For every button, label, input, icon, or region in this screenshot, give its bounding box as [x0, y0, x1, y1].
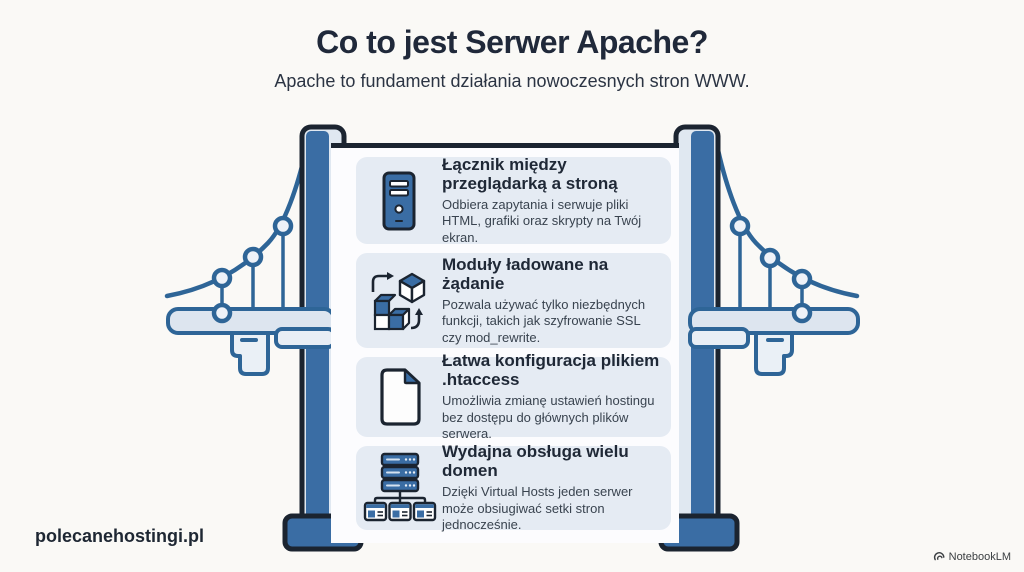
card-modules-on-demand: Moduły ładowane na żądanie Pozwala używa…	[356, 253, 671, 348]
right-suspension-cable	[715, 147, 860, 299]
card-browser-connector: Łącznik między przeglądarką a stroną Odb…	[356, 154, 671, 245]
content-panel: Łącznik między przeglądarką a stroną Odb…	[331, 143, 679, 543]
notebooklm-watermark: NotebookLM	[933, 550, 1011, 563]
card-title: Łącznik między przeglądarką a stroną	[442, 154, 618, 193]
card-htaccess-config: Łatwa konfiguracja plikiem .htaccess Umo…	[356, 351, 671, 441]
server-tower-icon	[356, 168, 442, 234]
virtual-hosts-icon	[356, 451, 442, 525]
modules-cubes-icon	[356, 268, 442, 334]
notebooklm-logo-icon	[933, 552, 945, 561]
card-title: Moduły ładowane na żądanie	[442, 254, 609, 293]
left-bridge-deck	[166, 307, 336, 376]
card-title: Łatwa konfiguracja plikiem .htaccess	[442, 351, 660, 390]
right-bridge-deck	[688, 307, 860, 376]
card-body: Dzięki Virtual Hosts jeden serwer może o…	[442, 484, 633, 533]
card-body: Umożliwia zmianę ustawień hostingu bez d…	[442, 393, 655, 442]
cable-node-circles	[211, 215, 813, 324]
page-subtitle: Apache to fundament działania nowoczesny…	[274, 71, 750, 91]
notebooklm-label: NotebookLM	[948, 550, 1011, 563]
right-hanger-lines	[738, 228, 804, 311]
header: Co to jest Serwer Apache? Apache to fund…	[0, 24, 1024, 92]
site-name: polecanehostingi.pl	[35, 526, 205, 546]
card-title: Wydajna obsługa wielu domen	[442, 442, 629, 481]
htaccess-file-icon	[356, 366, 442, 428]
card-virtual-hosts: Wydajna obsługa wielu domen Dzięki Virtu…	[356, 442, 671, 532]
page-title: Co to jest Serwer Apache?	[316, 24, 708, 60]
card-body: Odbiera zapytania i serwuje pliki HTML, …	[442, 196, 642, 245]
card-body: Pozwala używać tylko niezbędnych funkcji…	[442, 296, 646, 345]
left-suspension-cable	[164, 147, 309, 299]
